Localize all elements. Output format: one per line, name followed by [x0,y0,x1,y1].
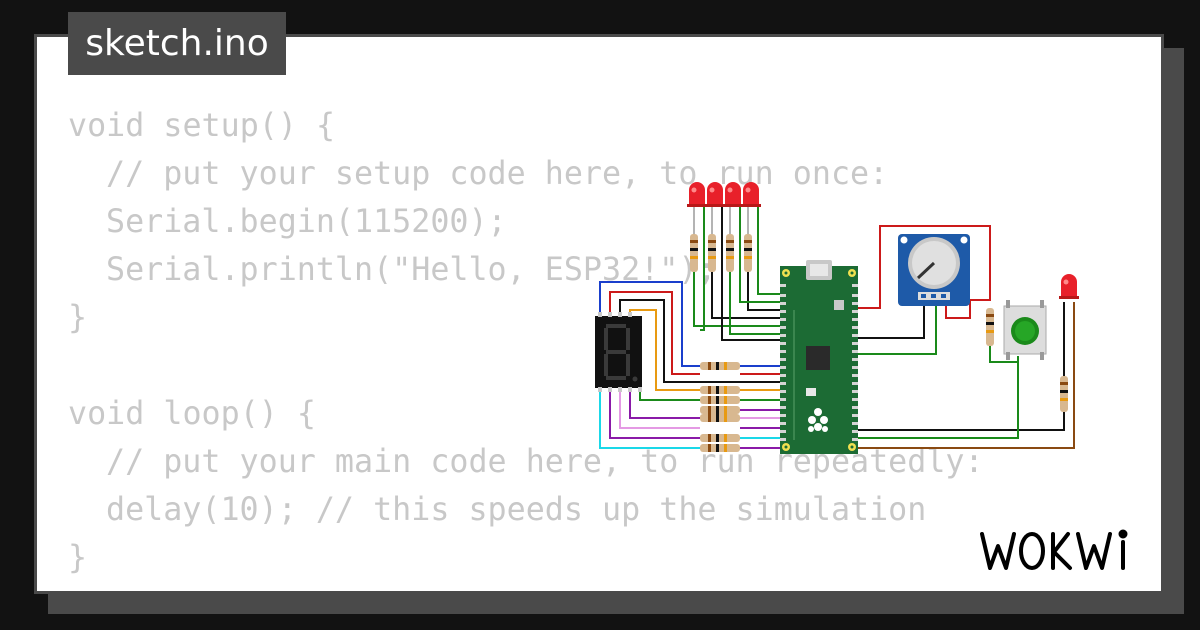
led-icon [1059,274,1079,299]
code-line: // put your setup code here, to run once… [106,156,889,192]
code-line: Serial.begin(115200); [106,204,507,240]
resistor-icon [1060,376,1068,412]
code-line: delay(10); // this speeds up the simulat… [106,492,927,528]
seven-segment-display-icon [595,312,642,392]
code-line: void setup() { [68,108,336,144]
resistor-icon [700,362,740,452]
wokwi-logo [980,529,1128,570]
wire [619,299,780,383]
wire [609,388,700,439]
raspberry-pi-pico-board-icon [780,260,858,454]
resistor-icon [690,234,752,272]
file-tab[interactable]: sketch.ino [68,12,286,75]
pushbutton-icon [1003,300,1047,360]
code-editor[interactable]: void setup() { // put your setup code her… [68,102,984,582]
wire [609,291,700,375]
potentiometer-icon [898,234,970,306]
wire [599,281,700,367]
resistor-icon [986,308,994,346]
led-icon [687,182,761,207]
wire [619,388,700,429]
wire [599,388,700,449]
code-line: Serial.println("Hello, ESP32!"); [106,252,717,288]
code-line: void loop() { [68,396,317,432]
wire [629,388,700,419]
code-line: } [68,540,88,576]
code-line: } [68,300,88,336]
